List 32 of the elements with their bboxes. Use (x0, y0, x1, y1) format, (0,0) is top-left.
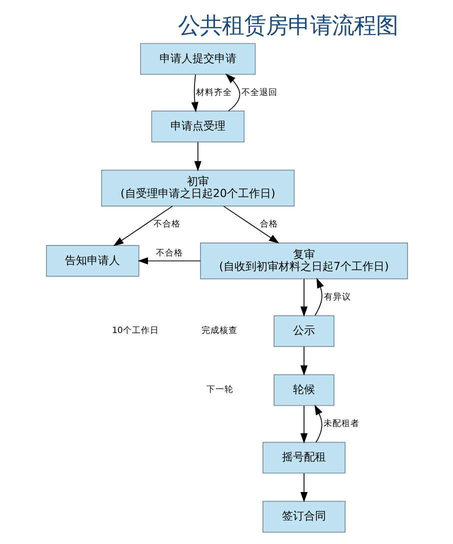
arrow (222, 206, 279, 244)
edge-label: 材料齐全 (196, 88, 232, 98)
arrow (137, 257, 200, 264)
edge-label: 未配租者 (323, 419, 360, 430)
arrow (300, 278, 308, 317)
arrow (314, 278, 324, 316)
arrow (300, 346, 308, 376)
arrow (112, 206, 172, 246)
arrow (300, 405, 308, 444)
edge-label: 不合格 (153, 220, 180, 230)
node-box: 初审 (自受理申请之日起20个工作日) (100, 170, 294, 207)
edge-label: 不全退回 (241, 88, 278, 98)
node-box: 申请点受理 (150, 110, 244, 142)
node-box: 复审 (自收到初审材料之日起7个工作日) (200, 242, 408, 280)
node-box: 申请人提交申请 (140, 43, 256, 75)
edge-label: 有异议 (323, 292, 350, 302)
diagram-title: 公共租赁房申请流程图 (178, 13, 398, 40)
arrow (314, 404, 322, 443)
edge-label: 不合格 (156, 248, 183, 259)
node-box: 轮候 (273, 374, 334, 406)
label: 下一轮 (206, 385, 234, 396)
arrow (300, 472, 308, 502)
arrow (194, 142, 201, 172)
label: 完成核查 (200, 326, 237, 336)
node-box: 公示 (273, 315, 334, 347)
arrow (190, 74, 198, 112)
arrow (224, 74, 240, 112)
node-box: 签订合同 (262, 500, 346, 533)
edge-label: 合格 (259, 220, 278, 230)
label: 10个工作日 (111, 326, 158, 336)
node-box: 摇号配租 (262, 442, 346, 474)
node-box: 告知申请人 (46, 245, 139, 277)
